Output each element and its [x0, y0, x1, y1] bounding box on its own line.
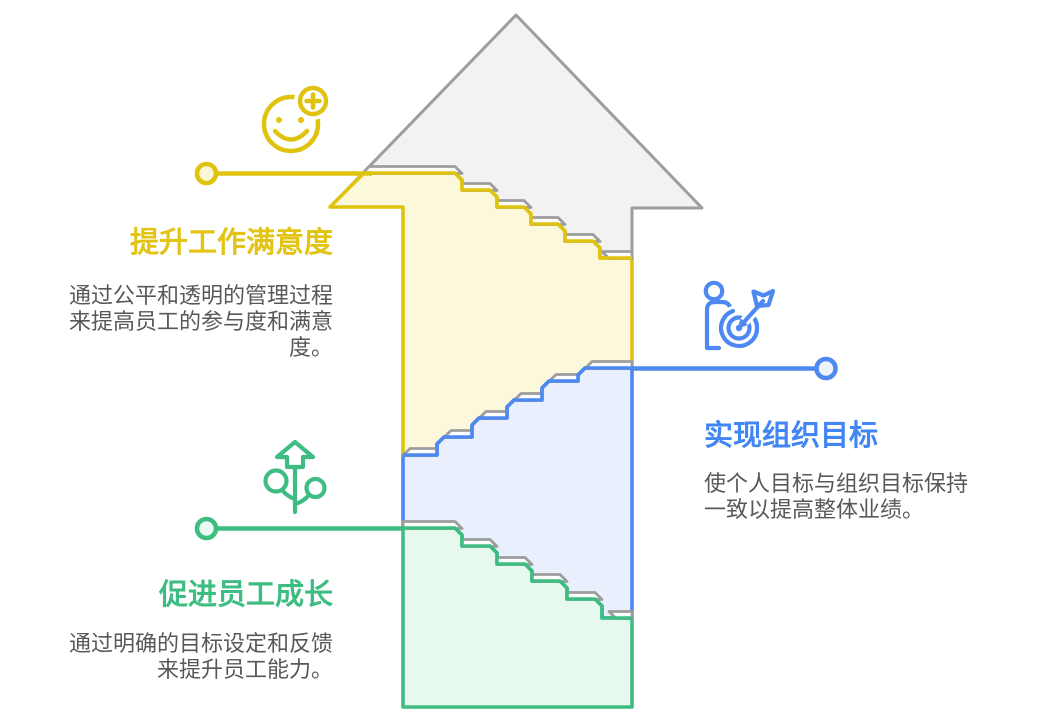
- person-target-icon: [703, 280, 776, 351]
- section-title-org-goals: 实现组织目标: [704, 418, 879, 452]
- section-title-growth: 促进员工成长: [158, 577, 333, 611]
- growth-plant-icon: [263, 439, 327, 515]
- connector-org-goals: [632, 356, 838, 381]
- connector-dot-satisfaction: [194, 161, 219, 186]
- stair-edge-green: [403, 526, 632, 620]
- smiley-plus-icon: [261, 82, 332, 154]
- section-description-satisfaction: 通过公平和透明的管理过程 来提高员工的参与度和满意 度。: [68, 284, 333, 361]
- stair-edge-blue: [403, 366, 632, 457]
- connector-dot-growth: [194, 516, 219, 541]
- section-title-satisfaction: 提升工作满意度: [129, 225, 333, 259]
- connector-satisfaction: [194, 161, 372, 186]
- section-description-growth: 通过明确的目标设定和反馈 来提升员工能力。: [68, 632, 333, 683]
- connector-dot-org-goals: [814, 356, 838, 381]
- section-description-org-goals: 使个人目标与组织目标保持 一致以提高整体业绩。: [704, 472, 969, 523]
- connector-growth: [194, 516, 404, 541]
- stair-edge-yellow: [364, 171, 632, 260]
